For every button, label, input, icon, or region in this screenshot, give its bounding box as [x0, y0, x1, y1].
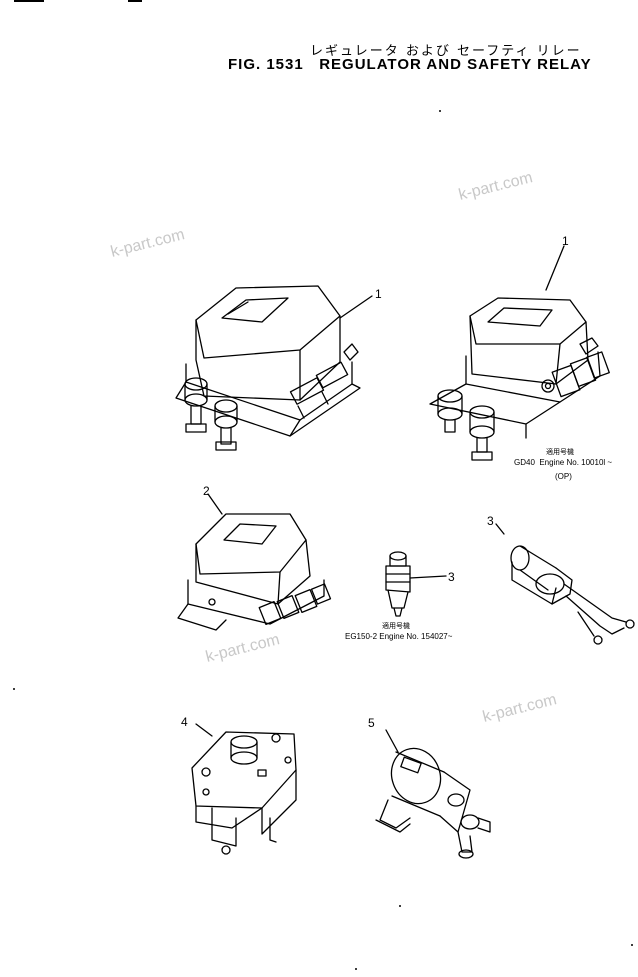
eg150-engine-note: EG150-2 Engine No. 154027~ [345, 632, 453, 641]
callout-5: 5 [368, 716, 375, 730]
callout-1-right: 1 [562, 234, 569, 248]
eg150-applicability-label: 適用号機 [382, 622, 410, 630]
gd40-applicability-label: 適用号機 [546, 448, 574, 456]
gd40-option-note: (OP) [555, 472, 572, 481]
callout-3-small: 3 [448, 570, 455, 584]
starter-relay-drawing [375, 729, 491, 859]
gd40-engine-note: GD40 Engine No. 10010l ~ [514, 458, 613, 467]
regulator-left-drawing [175, 285, 373, 451]
safety-relay-small-drawing [385, 551, 447, 617]
callout-1-left: 1 [375, 287, 382, 301]
japanese-title: レギュレータ および セーフティ リレー [310, 44, 582, 59]
figure-title: FIG. 1531 REGULATOR AND SAFETY RELAY [228, 56, 592, 73]
regulator-small-drawing [177, 493, 332, 631]
callout-2: 2 [203, 484, 210, 498]
callout-4: 4 [181, 715, 188, 729]
scan-mark [14, 0, 44, 2]
callout-3-wired: 3 [487, 514, 494, 528]
relay-box-drawing [191, 723, 297, 855]
regulator-right-drawing [429, 245, 610, 461]
scan-mark [128, 0, 142, 2]
safety-relay-wired-drawing [495, 523, 635, 645]
